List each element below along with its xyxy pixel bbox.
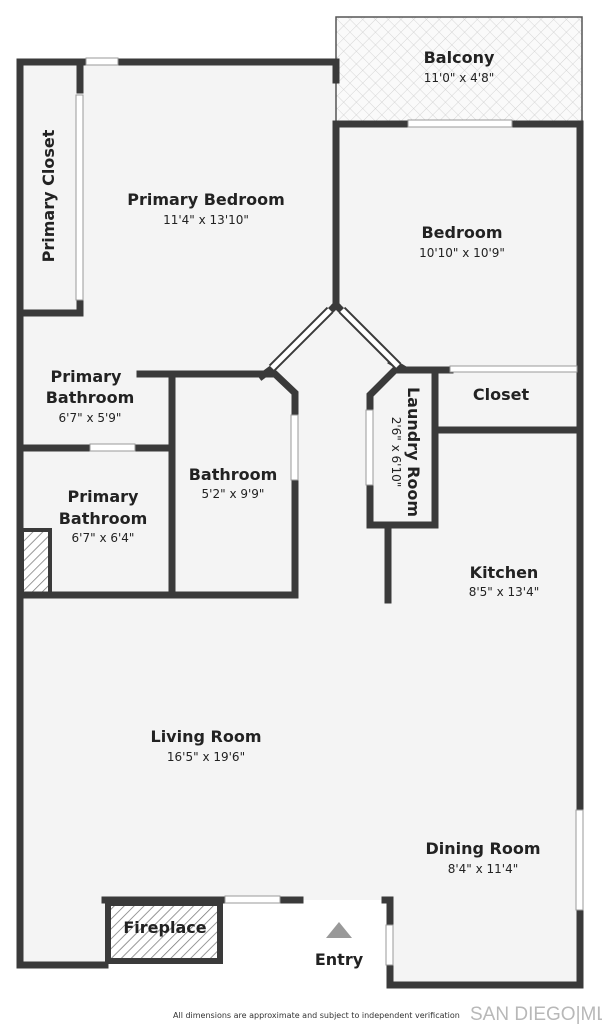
bedroom-label: Bedroom [421, 223, 502, 242]
primary-bedroom-label: Primary Bedroom [127, 190, 285, 209]
floor-area [20, 62, 580, 985]
balcony-label: Balcony [424, 48, 495, 67]
living-room-dim: 16'5" x 19'6" [167, 750, 245, 764]
primary-bathroom-1-label-line2: Bathroom [46, 388, 135, 407]
primary-bedroom-dim: 11'4" x 13'10" [163, 213, 249, 227]
laundry-room-label: Laundry Room [404, 387, 423, 517]
bathroom-label: Bathroom [189, 465, 278, 484]
balcony-area [335, 16, 583, 123]
disclaimer: All dimensions are approximate and subje… [173, 1011, 460, 1020]
dining-room-label: Dining Room [425, 839, 540, 858]
primary-bathroom-2-label-line2: Bathroom [59, 509, 148, 528]
closet-label: Closet [473, 385, 530, 404]
primary-bathroom-1-label-line1: Primary [51, 367, 122, 386]
kitchen-dim: 8'5" x 13'4" [469, 585, 540, 599]
entry-arrow-icon [326, 922, 352, 938]
living-room-label: Living Room [151, 727, 262, 746]
mls-logo: SAN DIEGO|MLS [470, 1004, 602, 1024]
laundry-room-dim: 2'6" x 6'10" [389, 417, 403, 488]
primary-closet-label: Primary Closet [39, 129, 58, 262]
shaft-hatch [20, 528, 52, 597]
primary-bathroom-2-label-line1: Primary [68, 487, 139, 506]
bedroom-dim: 10'10" x 10'9" [419, 246, 505, 260]
entry-label: Entry [315, 950, 364, 969]
bathroom-dim: 5'2" x 9'9" [202, 487, 265, 501]
primary-bathroom-1-dim: 6'7" x 5'9" [59, 411, 122, 425]
fireplace-label: Fireplace [123, 918, 206, 937]
primary-bathroom-2-dim: 6'7" x 6'4" [72, 531, 135, 545]
dining-room-dim: 8'4" x 11'4" [448, 862, 519, 876]
kitchen-label: Kitchen [470, 563, 539, 582]
balcony-dim: 11'0" x 4'8" [424, 71, 495, 85]
windows [75, 57, 584, 966]
